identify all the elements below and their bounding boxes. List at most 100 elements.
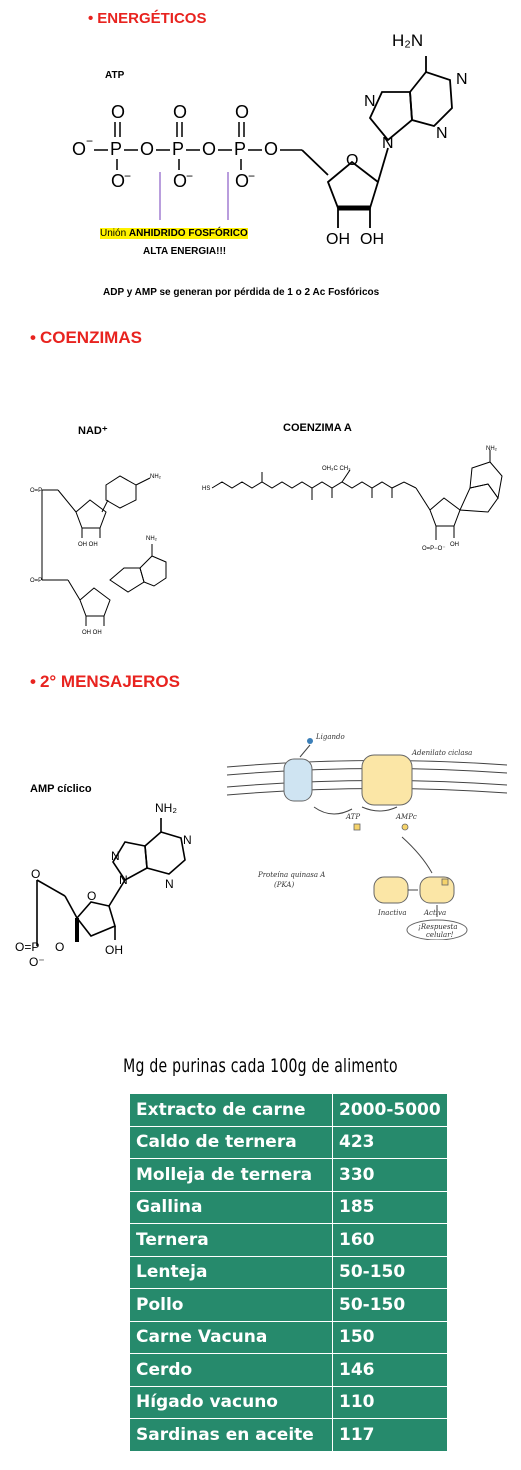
food-name-cell: Extracto de carne [130, 1094, 333, 1127]
svg-text:O: O [346, 152, 358, 169]
food-name-cell: Sardinas en aceite [130, 1418, 333, 1451]
svg-text:−: − [124, 169, 131, 183]
food-name-cell: Carne Vacuna [130, 1320, 333, 1354]
svg-text:N: N [183, 833, 192, 847]
svg-text:O: O [111, 102, 125, 122]
svg-text:O: O [235, 171, 249, 191]
purine-mg-cell: 2000-5000 [332, 1094, 447, 1127]
food-name-cell: Molleja de ternera [130, 1158, 333, 1192]
purine-mg-cell: 423 [332, 1125, 447, 1159]
atp-label: ATP [105, 70, 125, 81]
svg-text:O: O [55, 940, 64, 954]
adenylate-cyclase-shape [361, 754, 413, 806]
svg-text:O: O [140, 139, 154, 159]
purine-mg-cell: 185 [332, 1190, 447, 1224]
svg-text:P: P [110, 139, 122, 159]
anhydride-bond-note: Unión ANHIDRIDO FOSFÓRICO [100, 228, 248, 239]
svg-text:O=P−O⁻: O=P−O⁻ [422, 546, 446, 552]
svg-text:O: O [87, 889, 96, 903]
svg-text:O: O [173, 102, 187, 122]
coa-label: COENZIMA A [283, 422, 352, 434]
nad-structure: O=P O=P OH OH OH OH NH₂ NH₂ [30, 474, 167, 635]
food-name-cell: Cerdo [130, 1353, 333, 1387]
svg-text:O=P: O=P [15, 940, 39, 954]
nad-label: NAD⁺ [78, 425, 108, 437]
receptor-shape [283, 758, 313, 802]
section-title-mensajeros: •2° MENSAJEROS [30, 672, 180, 691]
section-title-coenzimas: •COENZIMAS [30, 328, 142, 347]
svg-text:(PKA): (PKA) [274, 881, 294, 889]
svg-text:P: P [234, 139, 246, 159]
purine-mg-cell: 50-150 [332, 1288, 447, 1322]
svg-text:−: − [248, 169, 255, 183]
svg-text:O=P: O=P [30, 488, 42, 494]
high-energy-label: ALTA ENERGIA!!! [143, 246, 227, 257]
svg-text:O=P: O=P [30, 578, 42, 584]
svg-text:OH: OH [105, 943, 123, 957]
amine-group: H₂N [392, 31, 423, 50]
svg-text:OH: OH [360, 231, 384, 248]
svg-text:NH₂: NH₂ [146, 536, 158, 542]
food-name-cell: Gallina [130, 1190, 333, 1224]
section-title-energeticos: •ENERGÉTICOS [88, 10, 207, 27]
svg-text:O: O [264, 139, 278, 159]
coenzyme-a-structure: HS OH₃C CH₃ NH₂ O=P−O⁻ OH [202, 446, 503, 552]
food-name-cell: Ternera [130, 1223, 333, 1257]
svg-text:O: O [31, 867, 40, 881]
svg-text:N: N [119, 873, 128, 887]
svg-text:NH₂: NH₂ [150, 474, 162, 480]
svg-text:P: P [172, 139, 184, 159]
svg-text:N: N [165, 877, 174, 891]
purine-table-title: Mg de purinas cada 100g de alimento [123, 1055, 398, 1077]
svg-text:Inactiva: Inactiva [377, 909, 407, 917]
svg-text:O: O [202, 139, 216, 159]
svg-text:Activa: Activa [423, 909, 446, 917]
purine-mg-cell: 117 [332, 1418, 447, 1451]
svg-text:ATP: ATP [345, 813, 360, 821]
svg-text:O: O [235, 102, 249, 122]
signaling-diagram: Ligando Adenilato ciclasa ATP AMPc Prote… [226, 733, 508, 940]
purine-mg-cell: 110 [332, 1385, 447, 1419]
purine-mg-cell: 146 [332, 1353, 447, 1387]
svg-text:−: − [186, 169, 193, 183]
svg-text:N: N [382, 135, 394, 152]
svg-text:−: − [86, 134, 93, 148]
food-name-cell: Hígado vacuno [130, 1385, 333, 1419]
svg-text:OH OH: OH OH [82, 630, 102, 635]
svg-text:OH: OH [450, 542, 459, 548]
svg-text:O⁻: O⁻ [29, 955, 45, 969]
svg-text:Proteína quinasa A: Proteína quinasa A [257, 871, 325, 879]
food-name-cell: Caldo de ternera [130, 1125, 333, 1159]
svg-text:¡Respuesta: ¡Respuesta [418, 923, 458, 931]
svg-text:NH₂: NH₂ [486, 446, 498, 452]
svg-text:HS: HS [202, 486, 210, 492]
svg-text:OH₃C CH₃: OH₃C CH₃ [322, 466, 351, 472]
svg-text:OH OH: OH OH [78, 542, 98, 548]
adp-amp-note: ADP y AMP se generan por pérdida de 1 o … [103, 287, 380, 298]
svg-text:O: O [111, 171, 125, 191]
purine-mg-cell: 160 [332, 1223, 447, 1257]
camp-nh2: NH₂ [155, 801, 177, 815]
svg-text:O: O [173, 171, 187, 191]
purine-mg-cell: 330 [332, 1158, 447, 1192]
svg-text:N: N [436, 125, 448, 142]
svg-text:celular!: celular! [426, 931, 454, 939]
svg-text:N: N [364, 93, 376, 110]
svg-text:N: N [456, 71, 468, 88]
food-name-cell: Pollo [130, 1288, 333, 1322]
svg-text:Adenilato ciclasa: Adenilato ciclasa [411, 749, 472, 757]
svg-text:N: N [111, 849, 120, 863]
purine-mg-cell: 50-150 [332, 1255, 447, 1289]
